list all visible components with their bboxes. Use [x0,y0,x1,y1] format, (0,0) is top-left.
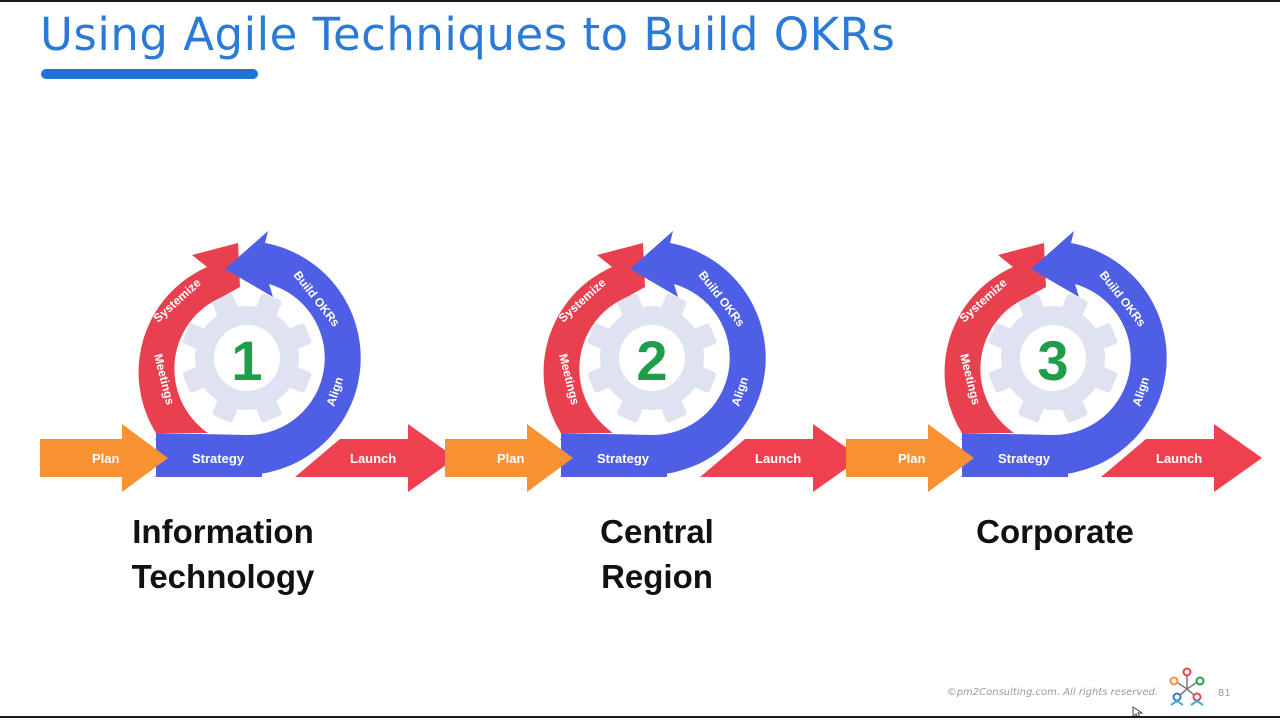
top-border-line [0,0,1280,2]
cycle-graphic: Plan Strategy Launch Meetings Systemize … [846,231,1262,492]
launch-label: Launch [1156,451,1202,466]
cycle-number: 3 [1037,329,1068,392]
gear-icon [988,293,1118,423]
cycle-name-line1: Information [132,513,314,550]
red-arc-arrow [138,243,240,433]
cycle-graphic: Plan Strategy Launch Meetings Systemize … [40,231,456,492]
cycle-name-information-technology: Information Technology [73,509,373,599]
plan-arrow [445,424,573,492]
cycle-number: 2 [636,329,667,392]
launch-label: Launch [350,451,396,466]
slide-title: Using Agile Techniques to Build OKRs [40,8,896,61]
strategy-label: Strategy [597,451,650,466]
blue-arc-arrow [156,231,361,475]
launch-arrow [1101,424,1262,492]
gear-icon [182,293,312,423]
cycle-name-line1: Corporate [976,513,1134,550]
red-arc-arrow [944,243,1046,433]
page-number: 81 [1218,688,1231,699]
agile-cycle-information-technology: Plan Strategy Launch Meetings Systemize … [40,225,480,505]
strategy-band [560,439,667,477]
agile-cycle-corporate: Plan Strategy Launch Meetings Systemize … [846,225,1280,505]
cycle-name-line2: Region [601,558,713,595]
launch-arrow [700,424,861,492]
blue-arc-arrow [962,231,1167,475]
cycle-number: 1 [231,329,262,392]
agile-cycle-central-region: Plan Strategy Launch Meetings Systemize … [445,225,885,505]
title-underline [41,69,258,79]
cycle-name-central-region: Central Region [507,509,807,599]
bottom-border-line [0,716,1280,718]
cycle-name-line2: Technology [131,558,315,595]
launch-arrow [295,424,456,492]
red-arc-arrow [543,243,645,433]
blue-arc-arrow [561,231,766,475]
plan-arrow [846,424,974,492]
gear-icon [587,293,717,423]
cycle-name-line1: Central [600,513,714,550]
strategy-label: Strategy [998,451,1051,466]
plan-label: Plan [497,451,525,466]
launch-label: Launch [755,451,801,466]
plan-label: Plan [898,451,926,466]
cycle-name-corporate: Corporate [905,509,1205,554]
strategy-band [155,439,262,477]
pm2-logo-icon [1169,667,1205,706]
strategy-label: Strategy [192,451,245,466]
footer-copyright: ©pm2Consulting.com. All rights reserved. [946,687,1158,698]
plan-label: Plan [92,451,120,466]
plan-arrow [40,424,168,492]
strategy-band [961,439,1068,477]
cycle-graphic: Plan Strategy Launch Meetings Systemize … [445,231,861,492]
